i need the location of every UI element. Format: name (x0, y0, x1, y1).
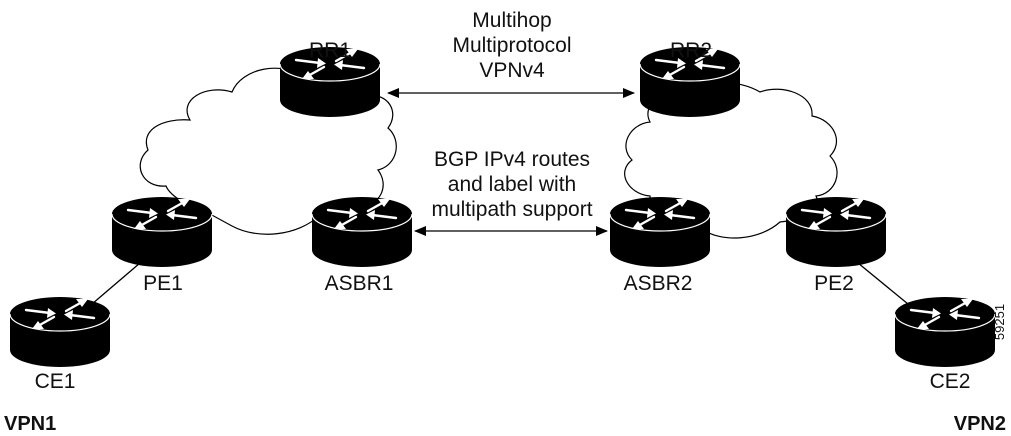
router-pe1-icon (110, 195, 214, 269)
router-asbr1-label: ASBR1 (325, 272, 394, 295)
figure-id: 59251 (992, 304, 1007, 340)
router-pe1-label: PE1 (143, 272, 183, 295)
link-pe1-ce1 (91, 262, 141, 305)
router-asbr1-icon (310, 195, 414, 269)
rr-link-annotation-line-3: VPNv4 (479, 59, 545, 82)
router-asbr2-label: ASBR2 (624, 272, 693, 295)
router-rr1-label: RR1 (309, 39, 351, 62)
router-asbr2-icon (608, 195, 712, 269)
router-ce2-icon (893, 295, 997, 369)
router-rr2-label: RR2 (670, 39, 712, 62)
rr-link-annotation-line-2: Multiprotocol (452, 34, 571, 57)
asbr-link-annotation-line-3: multipath support (431, 198, 592, 221)
rr-link-annotation-line-1: Multihop (472, 9, 551, 32)
vpn2-label: VPN2 (954, 413, 1006, 435)
link-pe2-ce2 (857, 262, 909, 305)
router-ce1-label: CE1 (35, 370, 76, 393)
asbr-link-annotation-line-1: BGP IPv4 routes (434, 148, 590, 171)
router-pe2-label: PE2 (814, 272, 854, 295)
router-ce1-icon (8, 295, 112, 369)
asbr-link-annotation-line-2: and label with (448, 173, 576, 196)
vpn1-label: VPN1 (4, 413, 56, 435)
router-ce2-label: CE2 (930, 370, 971, 393)
router-pe2-icon (784, 195, 888, 269)
